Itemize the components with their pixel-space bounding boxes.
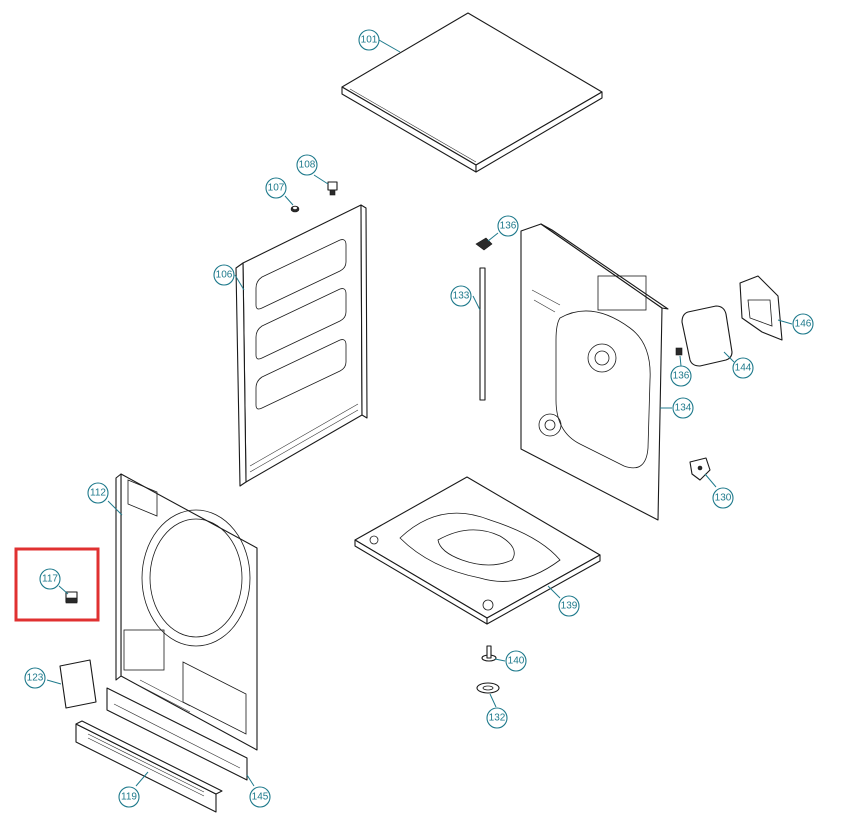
leader-lines bbox=[46, 39, 793, 787]
part-119-plinth-grille[interactable] bbox=[75, 720, 223, 813]
callout-101[interactable]: 101 bbox=[358, 29, 380, 51]
callout-123[interactable]: 123 bbox=[24, 667, 46, 689]
callout-107[interactable]: 107 bbox=[265, 177, 287, 199]
part-106-side-panel[interactable] bbox=[235, 204, 368, 487]
callout-107-label: 107 bbox=[268, 183, 285, 194]
callout-123-label: 123 bbox=[27, 673, 44, 684]
callout-119-label: 119 bbox=[121, 792, 137, 803]
callout-133-label: 133 bbox=[453, 291, 470, 302]
callout-133[interactable]: 133 bbox=[450, 285, 472, 307]
callout-144-label: 144 bbox=[735, 363, 752, 374]
part-140-foot[interactable] bbox=[481, 645, 497, 662]
part-123-service-door[interactable] bbox=[59, 659, 97, 709]
callout-136-right[interactable]: 136 bbox=[670, 365, 692, 387]
callout-146-label: 146 bbox=[795, 319, 812, 330]
part-139-base[interactable] bbox=[354, 476, 601, 625]
callout-136-right-label: 136 bbox=[673, 371, 690, 382]
callout-112-label: 112 bbox=[90, 488, 106, 499]
callout-117-label: 117 bbox=[42, 574, 58, 585]
callout-145[interactable]: 145 bbox=[249, 786, 271, 808]
part-145-kick-strip[interactable] bbox=[106, 687, 248, 781]
part-134-rear-panel[interactable] bbox=[520, 223, 669, 521]
callout-106[interactable]: 106 bbox=[213, 264, 235, 286]
callout-108-label: 108 bbox=[299, 160, 316, 171]
callout-119[interactable]: 119 bbox=[118, 786, 140, 808]
highlight-box-part-117 bbox=[14, 547, 100, 622]
part-101-top-cover[interactable] bbox=[341, 12, 603, 173]
callout-101-label: 101 bbox=[361, 35, 378, 46]
callout-130-label: 130 bbox=[715, 493, 732, 504]
callout-140[interactable]: 140 bbox=[505, 650, 527, 672]
part-112-front-panel[interactable] bbox=[115, 473, 258, 751]
part-108-clip[interactable] bbox=[327, 181, 338, 196]
part-132-foot-clamp[interactable] bbox=[476, 682, 500, 694]
part-117-switch[interactable] bbox=[65, 591, 78, 604]
callout-117[interactable]: 117 bbox=[39, 568, 61, 590]
callout-112[interactable]: 112 bbox=[87, 482, 109, 504]
callout-139-label: 139 bbox=[561, 601, 578, 612]
part-107-grommet[interactable] bbox=[290, 205, 300, 213]
part-136-cap-right[interactable] bbox=[675, 347, 683, 356]
callout-108[interactable]: 108 bbox=[296, 154, 318, 176]
callout-134[interactable]: 134 bbox=[672, 397, 694, 419]
callout-106-label: 106 bbox=[216, 270, 233, 281]
callout-130[interactable]: 130 bbox=[712, 487, 734, 509]
part-144-cover-plate[interactable] bbox=[681, 305, 733, 367]
part-133-rod[interactable] bbox=[479, 267, 486, 401]
callout-136-top-label: 136 bbox=[500, 221, 517, 232]
callout-139[interactable]: 139 bbox=[558, 595, 580, 617]
callout-136-top[interactable]: 136 bbox=[497, 215, 519, 237]
callout-144[interactable]: 144 bbox=[732, 357, 754, 379]
part-146-bracket[interactable] bbox=[739, 275, 783, 341]
callout-132[interactable]: 132 bbox=[486, 707, 508, 729]
callout-134-label: 134 bbox=[675, 403, 692, 414]
callout-132-label: 132 bbox=[489, 713, 506, 724]
callout-140-label: 140 bbox=[508, 656, 525, 667]
callout-146[interactable]: 146 bbox=[792, 313, 814, 335]
callout-145-label: 145 bbox=[252, 792, 269, 803]
